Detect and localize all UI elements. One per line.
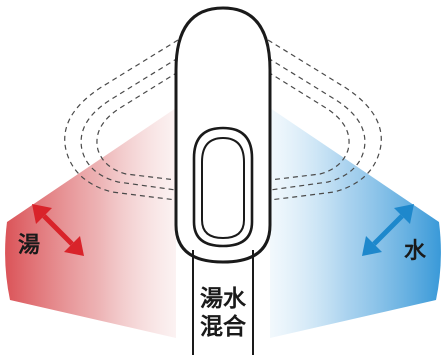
dashed-lever-right-positions bbox=[267, 39, 382, 201]
cold-range-sector bbox=[270, 108, 441, 338]
faucet-base-lines bbox=[192, 250, 254, 355]
dashed-lever-left-positions bbox=[64, 39, 179, 201]
hot-double-arrow-icon bbox=[32, 204, 84, 256]
hot-range-sector bbox=[5, 108, 177, 338]
cold-double-arrow-icon bbox=[362, 204, 414, 256]
faucet-lever bbox=[174, 6, 272, 264]
mixed-label-line2: 混合 bbox=[200, 313, 247, 340]
mixed-label-line1: 湯水 bbox=[200, 286, 247, 312]
hot-label: 湯 bbox=[18, 233, 40, 258]
cold-label: 水 bbox=[404, 239, 427, 264]
